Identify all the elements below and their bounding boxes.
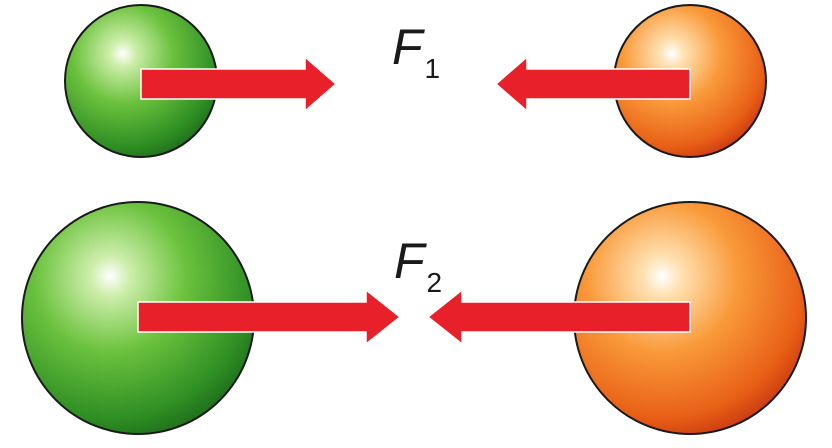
f2-arrow-left [426, 288, 691, 346]
f1-arrow-left [494, 55, 691, 113]
force-subscript: 1 [424, 53, 441, 84]
force-label-f1: F1 [392, 19, 440, 84]
f1-arrow-right [140, 55, 338, 113]
f2-arrow-right [137, 288, 402, 346]
force-subscript: 2 [426, 267, 443, 298]
force-letter: F [392, 19, 423, 75]
force-label-f2: F2 [394, 233, 442, 298]
force-letter: F [394, 233, 425, 289]
